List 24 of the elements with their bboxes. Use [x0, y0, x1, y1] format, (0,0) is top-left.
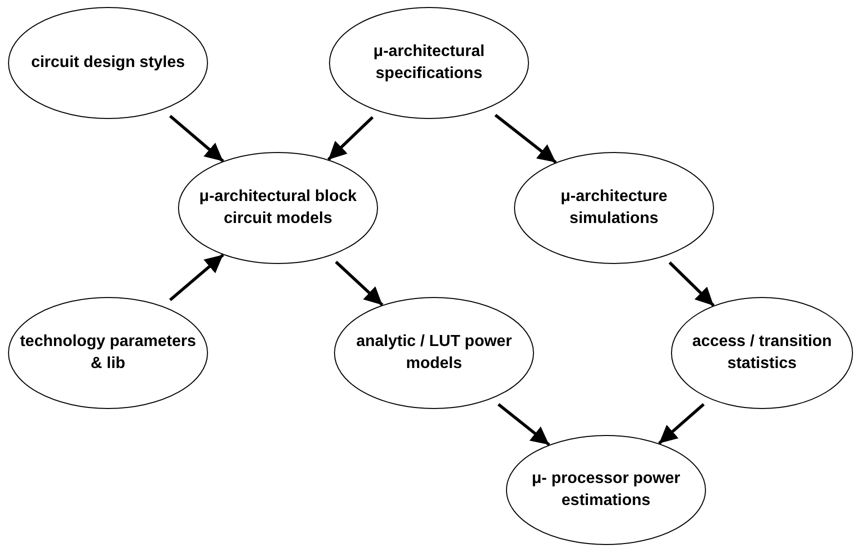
node-label: μ- processor power estimations [530, 469, 682, 511]
arrow [327, 116, 374, 161]
arrow [498, 403, 550, 446]
process-ellipse [178, 152, 378, 264]
node-label: technology parameters & lib [18, 332, 198, 374]
arrow [169, 114, 224, 162]
arrow [658, 403, 705, 445]
arrow [668, 261, 715, 307]
node-label: access / transition statistics [691, 332, 833, 374]
node-label: μ-architectural block circuit models [198, 187, 358, 229]
arrow [169, 254, 224, 302]
process-ellipse [329, 7, 529, 119]
arrow [494, 114, 557, 164]
process-ellipse [506, 435, 706, 545]
process-ellipse [8, 297, 208, 409]
node-label: analytic / LUT power models [355, 332, 513, 374]
process-ellipse [514, 152, 714, 264]
node-label: μ-architecture simulations [560, 187, 668, 229]
node-label: circuit design styles [30, 53, 186, 73]
arrow [334, 260, 384, 306]
process-ellipse [8, 7, 208, 119]
process-ellipse [671, 297, 853, 409]
node-label: μ-architectural specifications [372, 42, 486, 84]
process-ellipse [334, 297, 534, 409]
